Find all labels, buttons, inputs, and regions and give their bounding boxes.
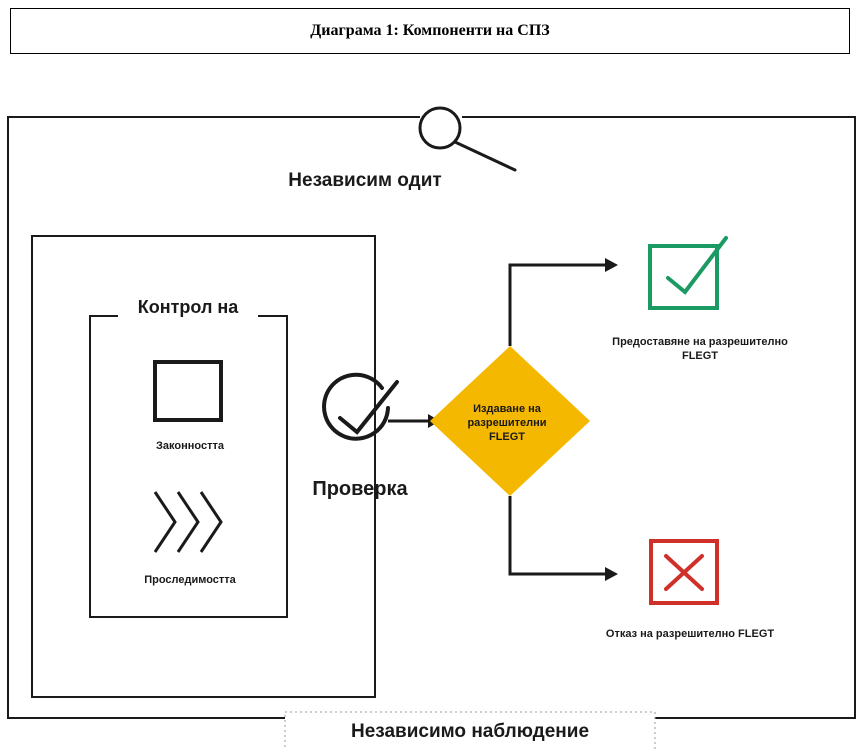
arrow-to-refused — [508, 496, 605, 576]
inner-box — [31, 235, 376, 698]
cross-box-icon — [649, 539, 719, 605]
arrow-head-refused — [605, 567, 618, 581]
independent-monitoring-label: Независимо наблюдение — [350, 720, 590, 742]
diagram-title: Диаграма 1: Компоненти на СПЗ — [10, 8, 850, 54]
granted-label: Предоставяне на разрешително FLEGT — [612, 336, 788, 362]
legality-label: Законността — [156, 440, 224, 452]
traceability-label: Проследимостта — [144, 574, 236, 586]
arrow-head-granted — [605, 258, 618, 272]
magnifier-icon — [418, 106, 517, 172]
control-box — [89, 315, 288, 618]
issuance-label: Издаване на разрешителни FLEGT — [467, 403, 547, 443]
issuance-diamond — [430, 346, 590, 496]
arrow-to-granted — [508, 263, 605, 346]
independent-audit-label: Независим одит — [288, 170, 442, 191]
audit-frame — [7, 116, 856, 719]
chevrons-icon — [153, 491, 223, 553]
monitoring-box — [284, 711, 656, 749]
refused-label: Отказ на разрешително FLEGT — [605, 628, 775, 640]
control-of-label: Контрол на — [118, 297, 258, 318]
square-icon — [153, 360, 223, 422]
verification-label: Проверка — [312, 478, 408, 500]
check-circle-icon — [322, 372, 399, 441]
check-box-icon — [648, 236, 728, 310]
